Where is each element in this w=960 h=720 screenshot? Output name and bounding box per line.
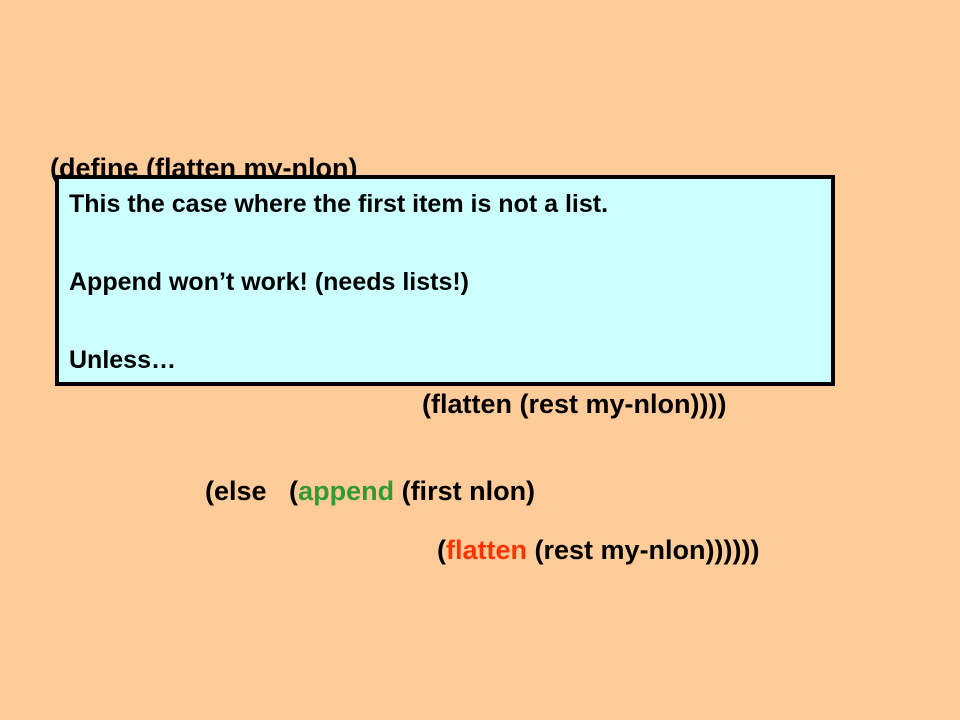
code-line-else: (else (append (first nlon) (190, 443, 535, 507)
code-line-flatten-final: (flatten (rest my-nlon)))))) (422, 502, 759, 566)
else-suffix: (first nlon) (394, 476, 536, 506)
flatten-prefix: ( (437, 535, 447, 565)
callout-line-not-list: This the case where the first item is no… (69, 190, 609, 218)
flatten-keyword: flatten (446, 535, 528, 565)
callout-line-append-wont-work: Append won’t work! (needs lists!) (69, 268, 470, 296)
code-line-flatten-rest: (flatten (rest my-nlon)))) (422, 389, 727, 419)
else-prefix: (else ( (205, 476, 299, 506)
callout-box: This the case where the first item is no… (55, 175, 835, 386)
flatten-suffix: (rest my-nlon)))))) (527, 535, 760, 565)
callout-line-unless: Unless… (69, 346, 176, 374)
append-keyword: append (298, 476, 395, 506)
